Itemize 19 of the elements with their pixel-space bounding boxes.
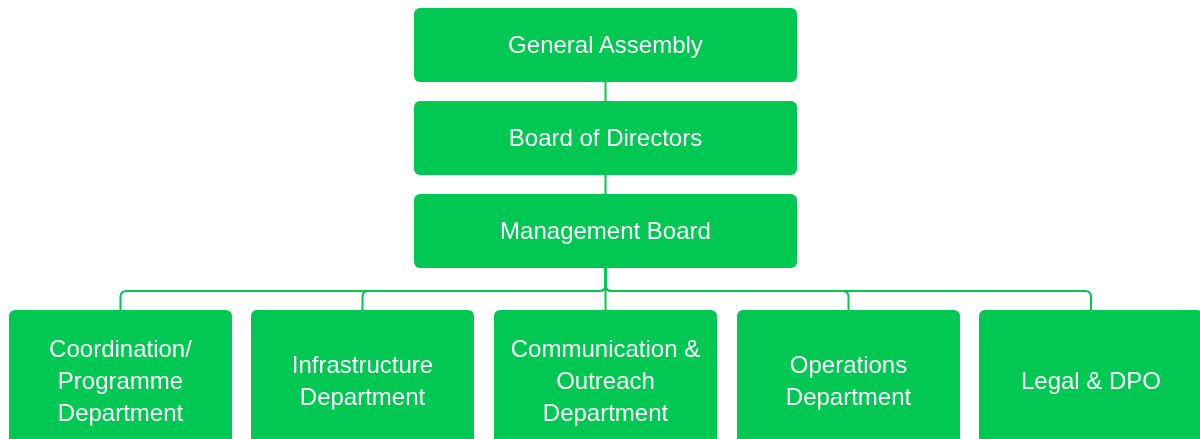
connector-line xyxy=(604,174,607,195)
org-unit-box xyxy=(9,310,232,439)
unit-name: General Assembly xyxy=(508,30,703,60)
connector-line xyxy=(604,81,607,102)
org-unit-box xyxy=(251,310,474,439)
org-unit-box xyxy=(494,310,717,439)
org-unit-box xyxy=(414,101,797,175)
org-unit-box xyxy=(414,8,797,82)
unit-name: Communication & Outreach Department xyxy=(510,333,701,428)
unit-name: Legal & DPO xyxy=(1020,365,1162,396)
unit-name: Board of Directors xyxy=(508,123,703,153)
org-unit-box xyxy=(414,194,797,268)
unit-name: Management Board xyxy=(500,216,711,246)
connector-line xyxy=(604,267,1092,311)
unit-name: Coordination/ Programme Department xyxy=(48,333,193,428)
org-unit-box xyxy=(737,310,960,439)
unit-name: Infrastructure Department xyxy=(290,349,435,412)
unit-name: Operations Department xyxy=(784,349,913,412)
org-unit-box xyxy=(979,310,1200,439)
